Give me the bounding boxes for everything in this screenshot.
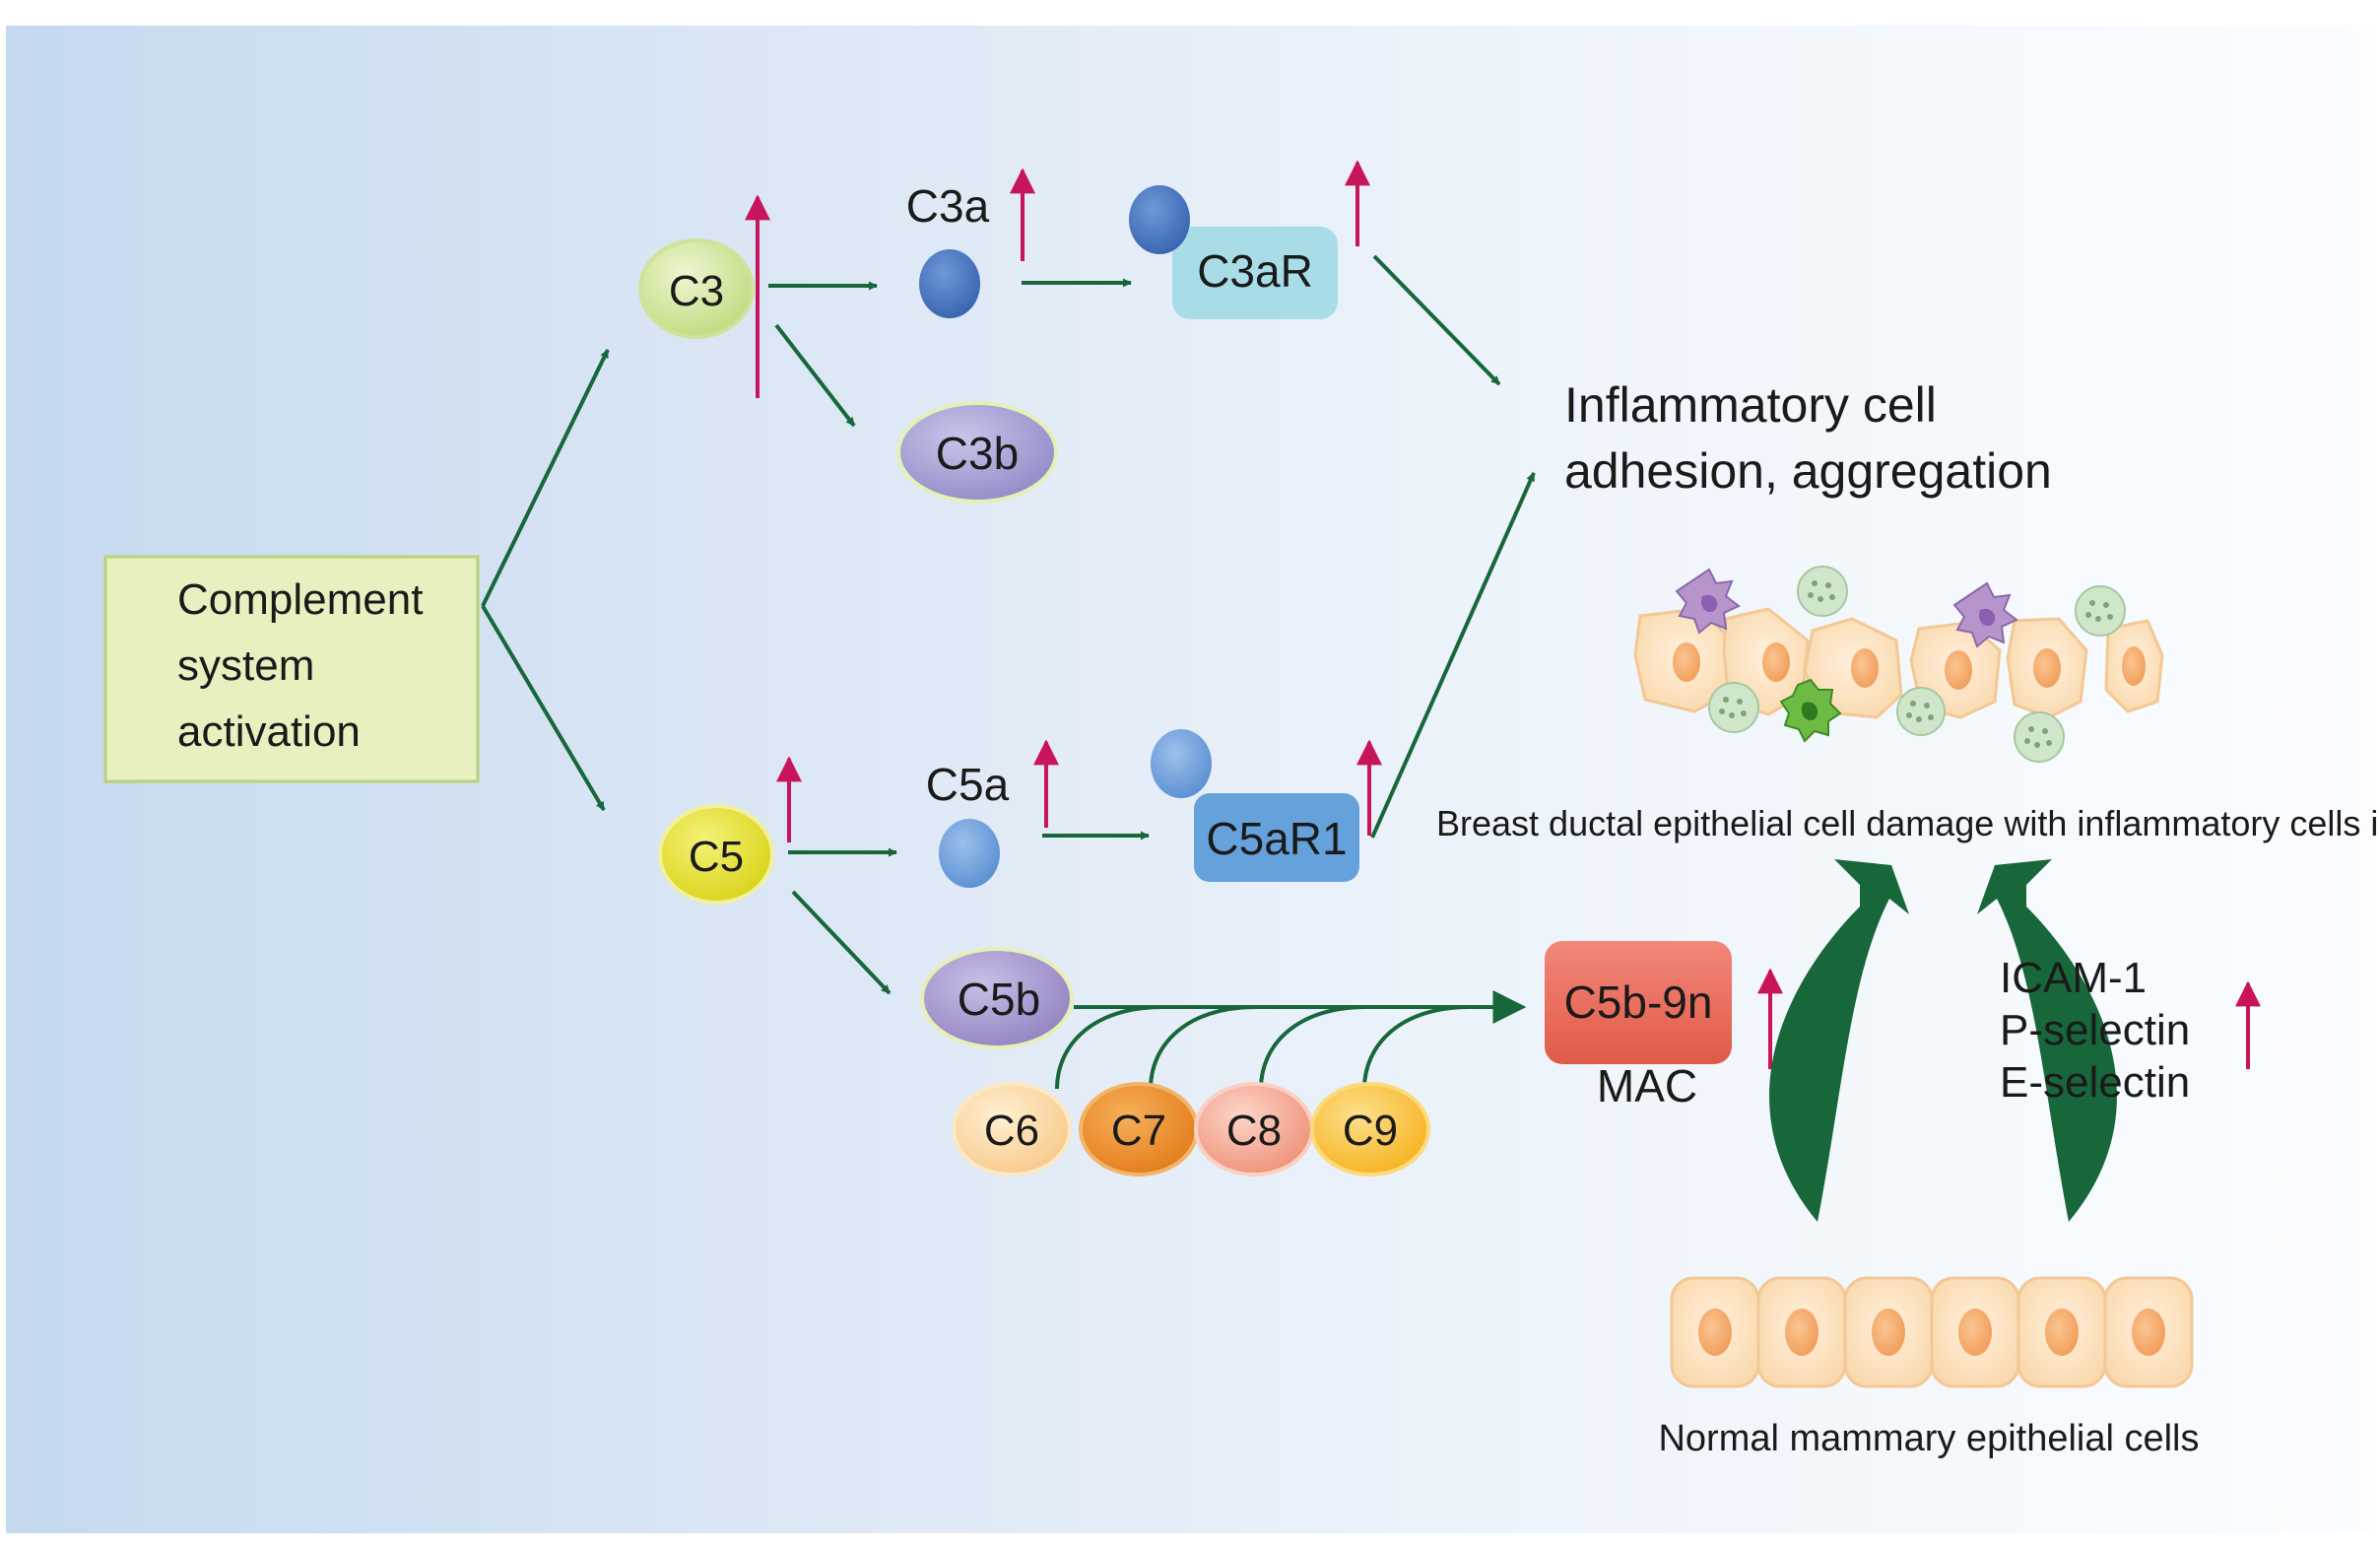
c7-label: C7 bbox=[1111, 1107, 1166, 1155]
c5a-molecule bbox=[939, 819, 1000, 888]
adhesion-molecule-2: P-selectin bbox=[2000, 1006, 2190, 1054]
normal-cell-nucleus bbox=[1958, 1309, 1992, 1356]
arrow-c5-to-c5b bbox=[791, 890, 892, 995]
damaged-cell-nucleus bbox=[1945, 650, 1972, 690]
macrophage bbox=[1675, 568, 1741, 635]
outcome-line-2: adhesion, aggregation bbox=[1564, 443, 2052, 499]
c5a-label: C5a bbox=[926, 759, 1010, 810]
c5b-label: C5b bbox=[958, 974, 1040, 1025]
c3ar-receptor bbox=[1172, 227, 1338, 319]
damaged-cell-nucleus bbox=[1673, 642, 1700, 682]
granulocyte bbox=[2014, 711, 2065, 763]
c5-node bbox=[658, 804, 774, 905]
c5ar1-receptor bbox=[1194, 793, 1359, 882]
normal-cell-nucleus bbox=[1698, 1309, 1732, 1356]
activation-line-3: activation bbox=[177, 707, 361, 756]
c7-join-curve bbox=[1149, 1005, 1257, 1090]
macrophage bbox=[1952, 581, 2018, 648]
curved-arrow-left bbox=[1769, 859, 1909, 1222]
normal-caption: Normal mammary epithelial cells bbox=[1658, 1418, 2199, 1459]
activated-immune-cell bbox=[1779, 678, 1842, 743]
arrow-c3ar-to-outcome bbox=[1372, 254, 1501, 386]
c3ar-bound-c3a bbox=[1129, 185, 1190, 254]
normal-cell-nucleus bbox=[1872, 1309, 1905, 1356]
c3a-molecule bbox=[919, 249, 980, 318]
damaged-cell-nucleus bbox=[1762, 642, 1790, 682]
c6-node bbox=[952, 1082, 1072, 1177]
granulocyte bbox=[2075, 585, 2126, 637]
granulocyte bbox=[1708, 682, 1759, 733]
damage-caption: Breast ductal epithelial cell damage wit… bbox=[1436, 803, 2380, 843]
normal-cell-nucleus bbox=[2132, 1309, 2165, 1356]
damaged-cell-nucleus bbox=[2033, 648, 2061, 688]
c5-label: C5 bbox=[689, 833, 744, 881]
c3a-label: C3a bbox=[906, 180, 990, 232]
outcome-line-1: Inflammatory cell bbox=[1564, 377, 1937, 433]
arrow-to-c5 bbox=[481, 604, 606, 812]
arrow-to-c3 bbox=[481, 349, 610, 607]
adhesion-molecule-3: E-selectin bbox=[2000, 1058, 2190, 1107]
c9-node bbox=[1310, 1082, 1430, 1177]
arrow-c3-to-c3b bbox=[774, 323, 856, 428]
c9-label: C9 bbox=[1343, 1107, 1398, 1155]
curved-arrow-right bbox=[1977, 859, 2117, 1222]
damaged-cell-nucleus bbox=[2122, 646, 2146, 686]
mac-label: MAC bbox=[1597, 1060, 1697, 1111]
mac-complex bbox=[1545, 941, 1732, 1064]
normal-cell-nucleus bbox=[2045, 1309, 2079, 1356]
c3ar-label: C3aR bbox=[1197, 245, 1313, 297]
c6-label: C6 bbox=[984, 1107, 1039, 1155]
c3b-label: C3b bbox=[936, 428, 1019, 479]
arrow-c5ar1-to-outcome bbox=[1370, 472, 1536, 839]
c3-label: C3 bbox=[669, 267, 724, 315]
activation-box bbox=[103, 555, 480, 783]
granulocyte bbox=[1797, 566, 1848, 617]
activation-line-2: system bbox=[177, 641, 314, 690]
c5ar1-label: C5aR1 bbox=[1206, 813, 1347, 864]
c6-join-curve bbox=[1055, 1005, 1163, 1090]
granulocyte bbox=[1896, 687, 1946, 736]
c8-join-curve bbox=[1259, 1005, 1367, 1090]
c5b-node bbox=[920, 947, 1074, 1049]
c9-join-curve bbox=[1362, 1005, 1471, 1090]
damaged-cell-nucleus bbox=[1851, 648, 1879, 688]
normal-epithelium-illustration bbox=[1670, 1276, 2194, 1388]
activation-line-1: Complement bbox=[177, 575, 423, 624]
mac-complex-label: C5b-9n bbox=[1564, 976, 1713, 1028]
damaged-epithelium-illustration bbox=[1633, 566, 2164, 763]
c3-node bbox=[638, 238, 755, 339]
adhesion-molecule-1: ICAM-1 bbox=[2000, 954, 2147, 1002]
c5ar1-bound-c5a bbox=[1151, 729, 1212, 798]
c8-label: C8 bbox=[1226, 1107, 1282, 1155]
normal-cell-nucleus bbox=[1785, 1309, 1818, 1356]
c3b-node bbox=[896, 401, 1058, 504]
